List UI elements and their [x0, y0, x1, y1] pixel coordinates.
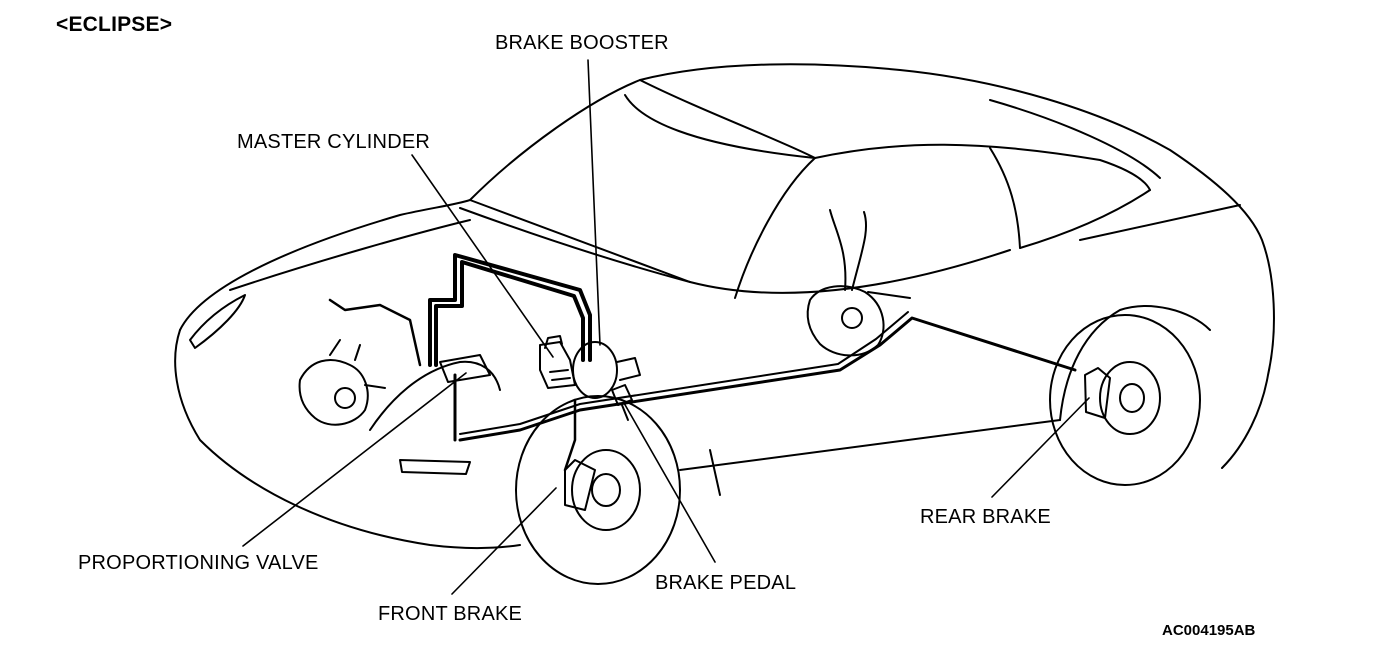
label-proportioning-valve: PROPORTIONING VALVE — [78, 552, 319, 574]
proportioning-valve-part — [439, 354, 491, 383]
figure-code: AC004195AB — [1162, 622, 1256, 639]
front-tire — [515, 395, 681, 585]
leader-lines — [242, 59, 1090, 595]
label-brake-booster: BRAKE BOOSTER — [495, 32, 669, 54]
brake-lines — [328, 253, 1077, 472]
front-left-hub — [298, 339, 386, 426]
car-body-outline — [174, 63, 1275, 550]
label-front-brake: FRONT BRAKE — [378, 603, 523, 625]
master-cylinder-part — [539, 335, 576, 389]
label-brake-pedal: BRAKE PEDAL — [655, 572, 797, 594]
label-rear-brake: REAR BRAKE — [920, 506, 1051, 528]
brake-pedal-part — [611, 384, 633, 421]
diagram-title: <ECLIPSE> — [56, 13, 173, 36]
rear-tire — [1049, 314, 1201, 486]
brake-booster-part — [572, 341, 641, 399]
label-master-cylinder: MASTER CYLINDER — [237, 131, 431, 153]
